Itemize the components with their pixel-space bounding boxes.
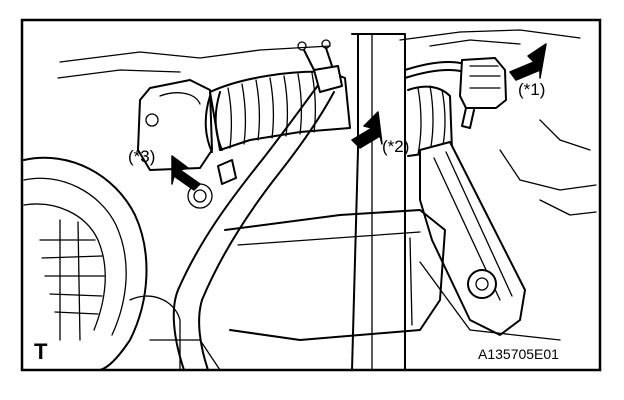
- figure-code: A135705E01: [478, 346, 559, 362]
- arrow-1: [509, 43, 547, 81]
- arrow-3: [171, 155, 201, 191]
- corner-mark: T: [34, 339, 48, 364]
- arrow-2: [351, 111, 383, 149]
- callout-label-3: (*3): [128, 147, 155, 166]
- callout-label-2: (*2): [382, 137, 409, 156]
- line-art: [23, 29, 597, 371]
- callout-label-1: (*1): [518, 80, 545, 99]
